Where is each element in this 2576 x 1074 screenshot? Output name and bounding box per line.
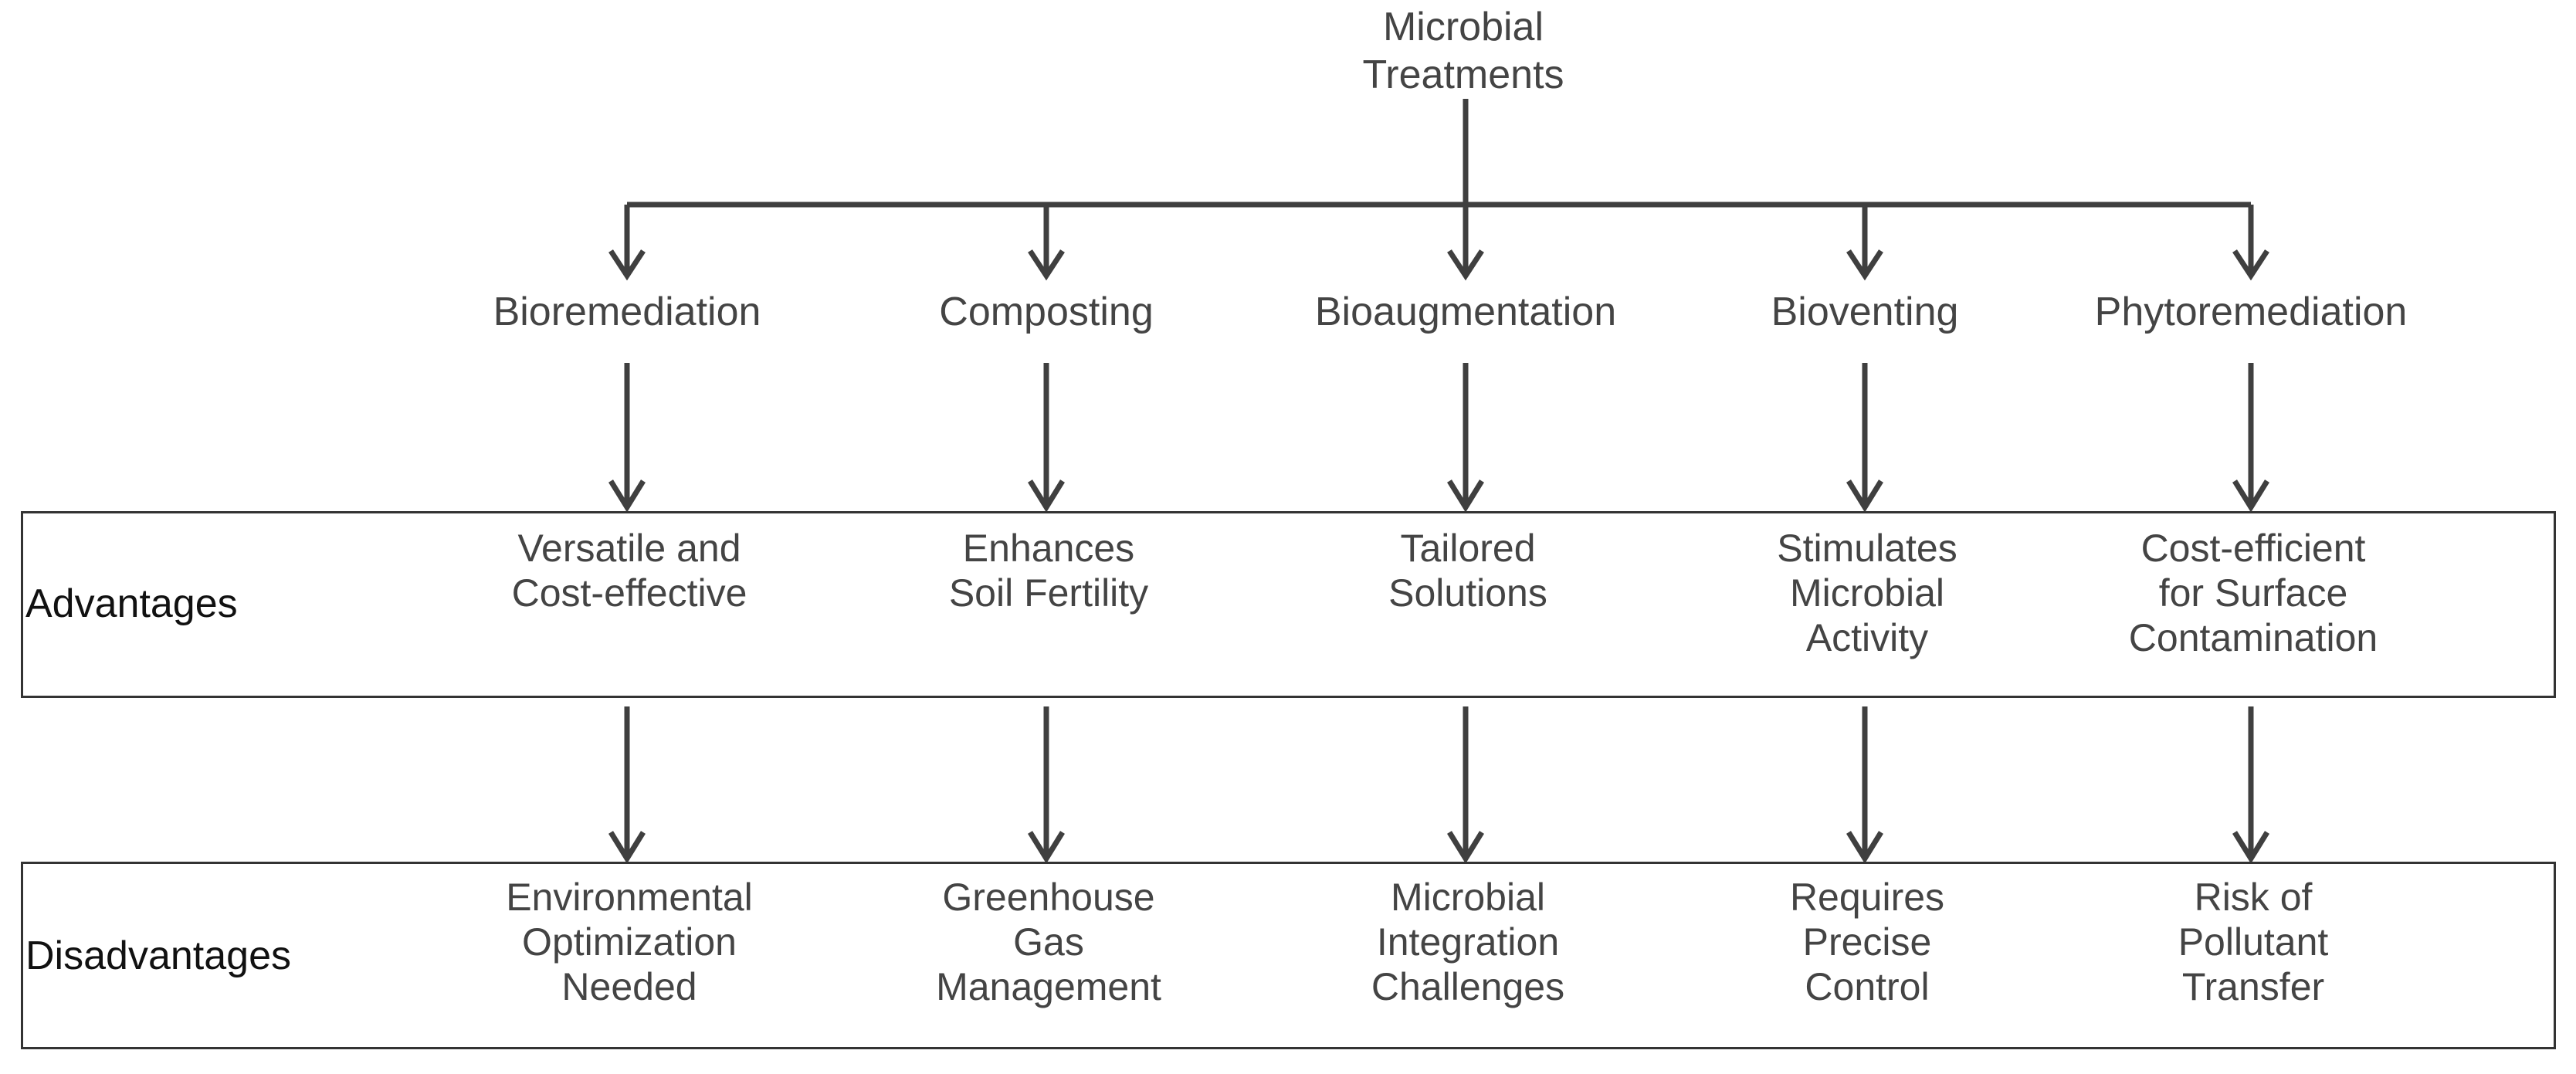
arrowhead-drop-2 [1028,249,1065,281]
arrowhead-dis-2 [1028,831,1065,864]
disadvantage-cell-composting: Greenhouse Gas Management [936,876,1161,1008]
disadvantage-cell-bioremediation: Environmental Optimization Needed [506,876,753,1008]
row-label-advantages: Advantages [25,581,238,626]
disadvantage-cell-bioaugmentation: Microbial Integration Challenges [1371,876,1565,1008]
arrowhead-drop-5 [2232,249,2269,281]
branch-node-bioventing[interactable]: Bioventing [1771,290,1959,334]
branch-node-composting[interactable]: Composting [939,290,1154,334]
root-node-microbial-treatments: Microbial Treatments [1362,5,1564,97]
arrowhead-adv-2 [1028,479,1065,513]
arrowhead-drop-1 [608,249,646,281]
advantage-cell-bioventing: Stimulates Microbial Activity [1777,527,1957,659]
branch-node-bioremediation[interactable]: Bioremediation [493,290,761,334]
arrowhead-adv-4 [1846,479,1883,513]
advantage-cell-bioaugmentation: Tailored Solutions [1388,527,1547,615]
disadvantage-cell-phytoremediation: Risk of Pollutant Transfer [2178,876,2329,1008]
arrowhead-dis-4 [1846,831,1883,864]
arrowhead-drop-3 [1447,249,1484,281]
arrowhead-dis-5 [2232,831,2269,864]
disadvantage-cell-bioventing: Requires Precise Control [1789,876,1945,1008]
arrowhead-adv-1 [608,479,646,513]
advantage-cell-composting: Enhances Soil Fertility [948,527,1149,615]
advantage-cell-phytoremediation: Cost-efficient for Surface Contamination [2128,527,2378,659]
branch-node-bioaugmentation[interactable]: Bioaugmentation [1314,290,1617,334]
advantage-cell-bioremediation: Versatile and Cost-effective [511,527,747,615]
arrowhead-adv-5 [2232,479,2269,513]
row-label-disadvantages: Disadvantages [25,933,291,978]
arrowhead-adv-3 [1447,479,1484,513]
advantages-row: Advantages Versatile and Cost-effective … [21,511,2556,698]
branch-node-phytoremediation[interactable]: Phytoremediation [2094,290,2408,334]
arrowhead-dis-1 [608,831,646,864]
disadvantages-row: Disadvantages Environmental Optimization… [21,862,2556,1049]
arrowhead-drop-4 [1846,249,1883,281]
arrowhead-dis-3 [1447,831,1484,864]
